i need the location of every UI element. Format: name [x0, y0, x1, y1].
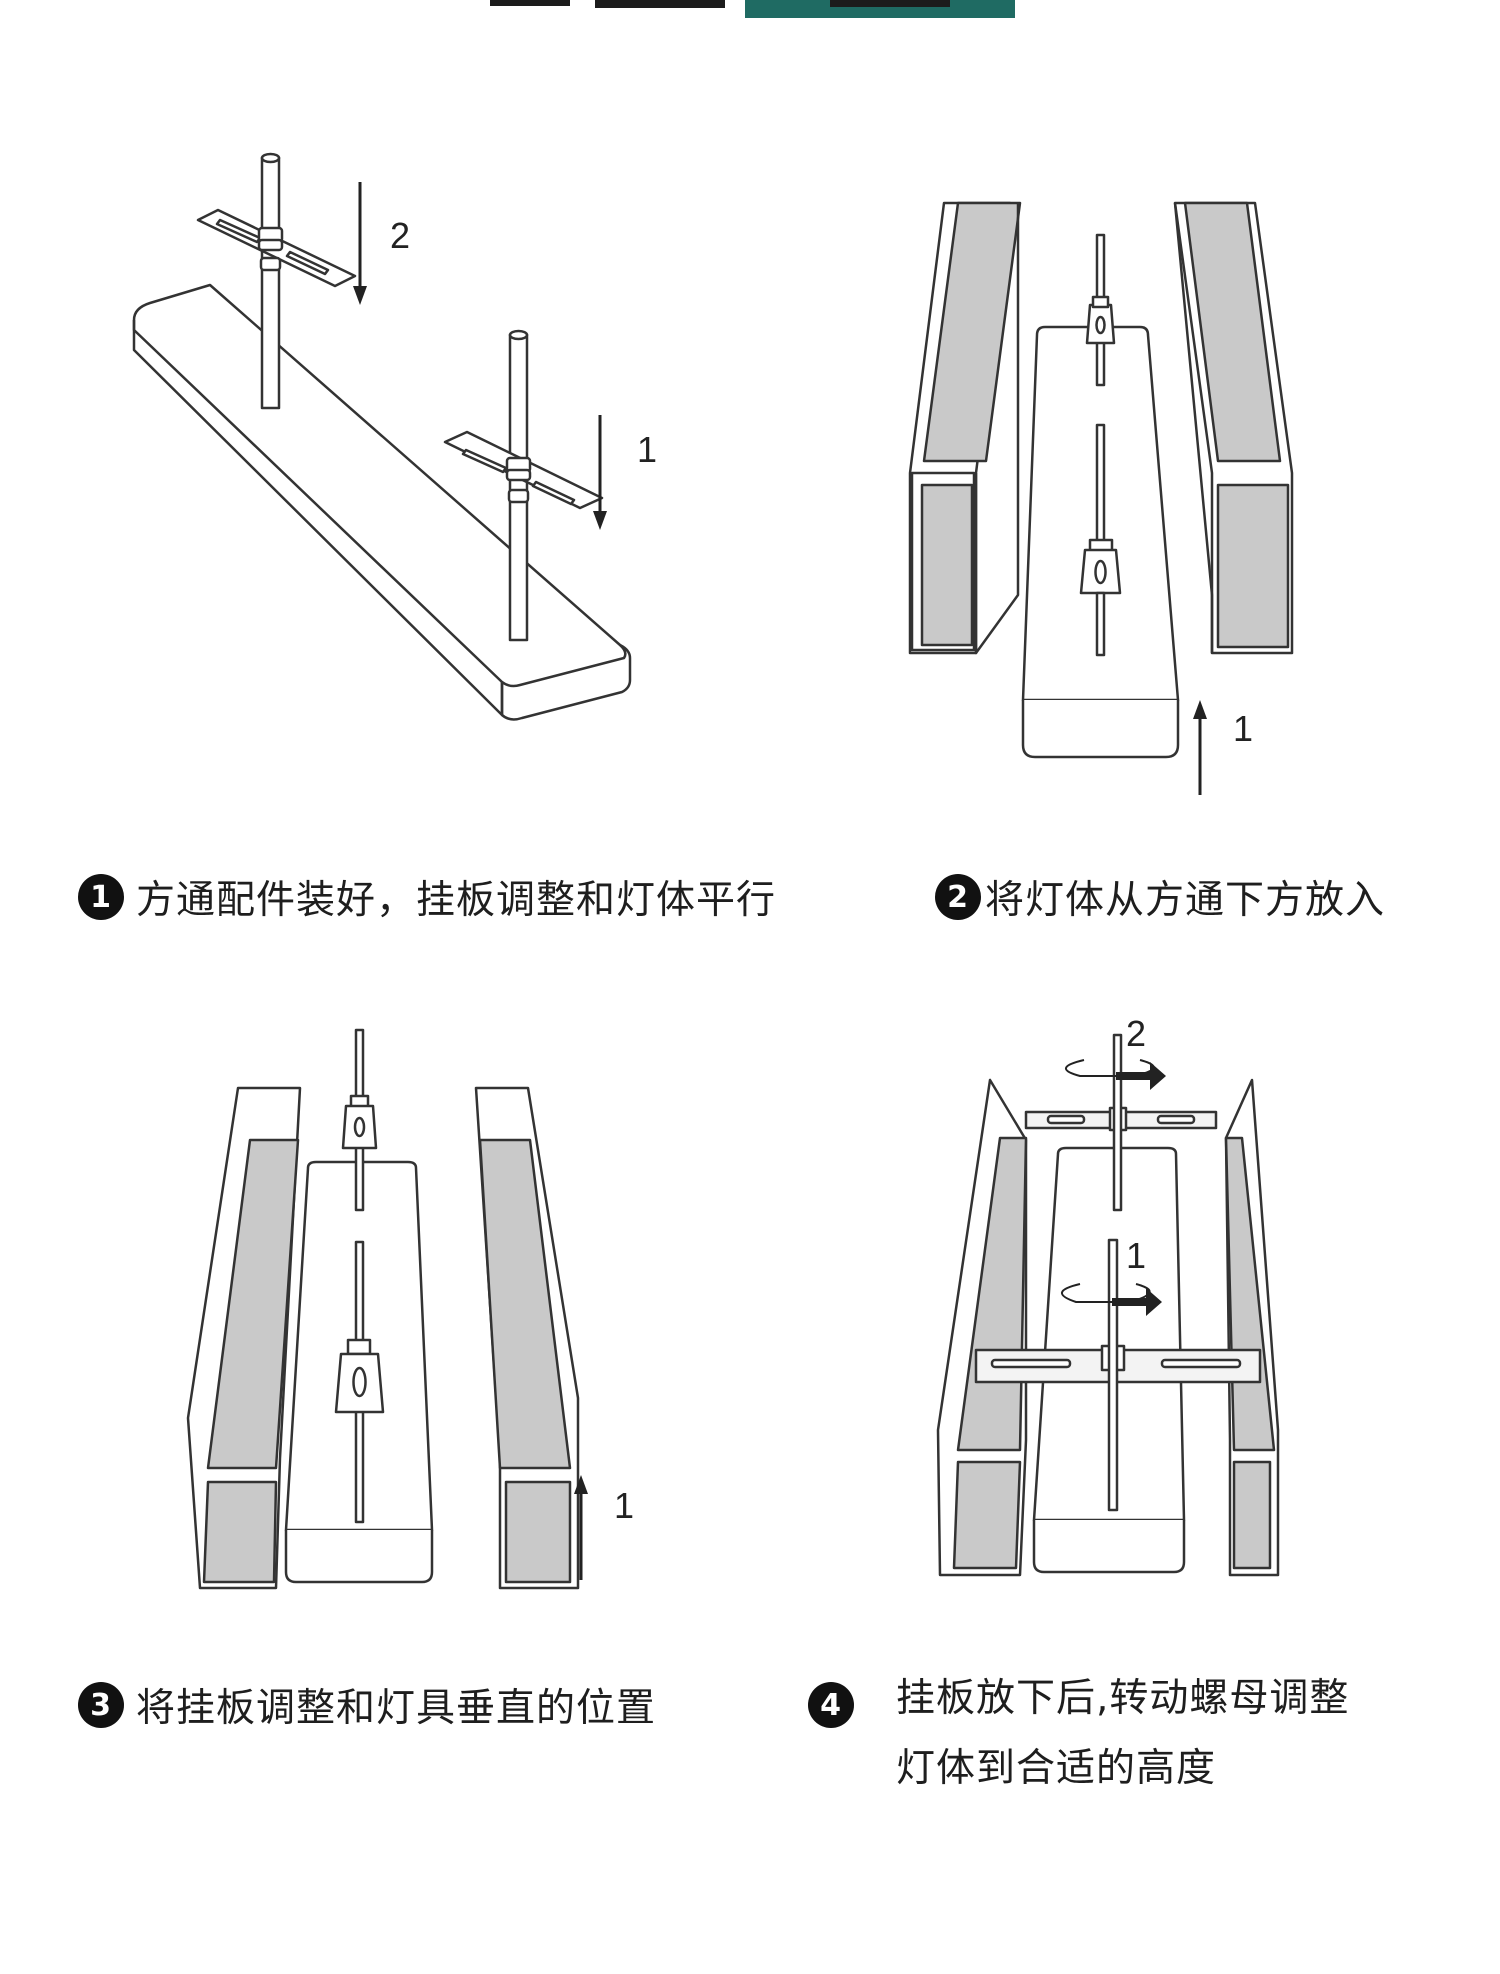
- step1-number-badge: 1: [78, 874, 124, 920]
- step1-arrow-label-2: 2: [390, 215, 410, 256]
- header-title-fragment: [830, 0, 950, 7]
- step4-text-line2: 灯体到合适的高度: [896, 1746, 1217, 1791]
- step2-number-badge: 2: [935, 874, 981, 920]
- header-banner: [0, 0, 1500, 20]
- step1-caption: 1 方通配件装好，挂板调整和灯体平行: [78, 872, 776, 930]
- step4-rotate-label-2: 2: [1126, 1013, 1146, 1054]
- step3-caption: 3 将挂板调整和灯具垂直的位置: [78, 1680, 656, 1738]
- step1-illustration: 2 1: [120, 140, 680, 760]
- step3-number-badge: 3: [78, 1682, 124, 1728]
- header-title-fragment: [595, 0, 725, 8]
- step2-arrow-label-1: 1: [1233, 708, 1253, 749]
- step4-rotate-label-1: 1: [1126, 1235, 1146, 1276]
- header-title-fragment: [490, 0, 570, 6]
- step4-caption: 4 挂板放下后,转动螺母调整 灯体到合适的高度: [808, 1670, 1349, 1798]
- step2-text: 将灯体从方通下方放入: [985, 878, 1386, 923]
- step4-illustration: 2 1: [930, 1010, 1310, 1590]
- step2-caption: 2 将灯体从方通下方放入: [935, 872, 1385, 930]
- step3-arrow-label-1: 1: [614, 1485, 634, 1526]
- step3-text: 将挂板调整和灯具垂直的位置: [136, 1686, 657, 1731]
- step2-illustration: 1: [900, 195, 1320, 815]
- step1-arrow-label-1: 1: [637, 429, 657, 470]
- step4-text-line1: 挂板放下后,转动螺母调整: [896, 1676, 1350, 1721]
- step3-illustration: 1: [180, 1020, 660, 1600]
- step4-number-badge: 4: [808, 1682, 854, 1728]
- step1-text: 方通配件装好，挂板调整和灯体平行: [136, 878, 777, 923]
